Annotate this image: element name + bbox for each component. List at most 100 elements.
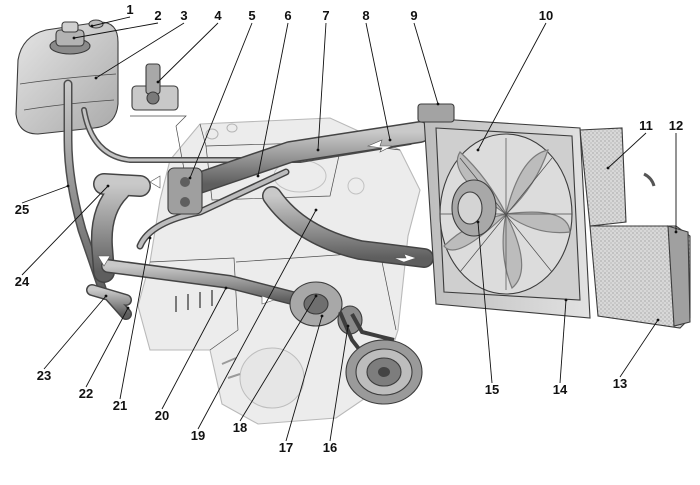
callout-number: 3: [180, 8, 187, 23]
callout-leader: [157, 22, 219, 83]
radiator-tank-right: [667, 225, 691, 327]
thermostat-housing: [167, 167, 203, 215]
callout-number: 1: [126, 2, 133, 17]
callout-number: 19: [191, 428, 205, 443]
thermostat-detail-inset: [130, 63, 187, 181]
callout-leader: [607, 132, 647, 169]
callout-leader: [619, 319, 659, 378]
expansion-tank-cap: [49, 21, 91, 55]
callout-leader: [413, 22, 439, 105]
callout-leader: [257, 22, 289, 177]
hoses: [63, 79, 439, 320]
fan-assembly: [435, 127, 581, 301]
callout-leader: [197, 209, 317, 430]
callout-25: 25: [15, 184, 70, 217]
crankshaft-pulley: [345, 339, 423, 405]
callout-number: 17: [279, 440, 293, 455]
callout-leader: [329, 325, 349, 442]
callout-10: 10: [476, 8, 553, 152]
callout-anchor: [314, 208, 318, 212]
callout-number: 8: [362, 8, 369, 23]
callout-anchor: [320, 314, 324, 318]
callout-19: 19: [191, 208, 318, 443]
callout-number: 5: [248, 8, 255, 23]
callout-number: 16: [323, 440, 337, 455]
callout-24: 24: [15, 184, 110, 289]
callout-anchor: [148, 236, 152, 240]
callout-anchor: [316, 148, 320, 152]
callout-number: 11: [639, 118, 653, 133]
callout-9: 9: [410, 8, 440, 106]
callout-leader: [119, 237, 151, 400]
expansion-tank: [15, 19, 119, 135]
callout-anchor: [188, 176, 192, 180]
callout-15: 15: [476, 220, 499, 397]
callout-leader: [365, 22, 391, 141]
callout-22: 22: [79, 306, 130, 401]
fan-motor-hub: [451, 179, 497, 237]
callout-anchor: [224, 286, 228, 290]
callout-anchor: [104, 294, 108, 298]
callout-anchor: [476, 220, 480, 224]
flow-arrow: [643, 172, 656, 187]
callout-17: 17: [279, 314, 324, 455]
callout-number: 23: [37, 368, 51, 383]
callout-anchor: [564, 298, 568, 302]
callout-leader: [21, 185, 69, 204]
callout-6: 6: [256, 8, 292, 178]
callout-number: 24: [15, 274, 30, 289]
callout-number: 4: [214, 8, 222, 23]
callout-20: 20: [155, 286, 228, 423]
callout-5: 5: [188, 8, 256, 180]
callout-8: 8: [362, 8, 392, 142]
callout-anchor: [106, 184, 110, 188]
callout-leader: [73, 22, 159, 39]
callout-number: 2: [154, 8, 161, 23]
callout-anchor: [126, 306, 130, 310]
flow-arrow: [97, 255, 111, 267]
callout-anchor: [156, 80, 160, 84]
callout-leader: [43, 295, 107, 370]
callout-11: 11: [606, 118, 653, 170]
callout-anchor: [388, 138, 392, 142]
callout-leader: [21, 185, 109, 276]
callout-leader: [317, 22, 327, 151]
callout-21: 21: [113, 236, 152, 413]
callout-number: 25: [15, 202, 29, 217]
callout-12: 12: [669, 118, 683, 234]
callout-anchor: [346, 324, 350, 328]
flow-arrow: [393, 253, 417, 264]
callout-leader: [161, 287, 227, 410]
callout-number: 13: [613, 376, 627, 391]
callout-anchor: [90, 24, 94, 28]
callout-anchor: [476, 148, 480, 152]
callout-13: 13: [613, 318, 660, 391]
callout-1: 1: [90, 2, 134, 28]
callout-anchor: [436, 102, 440, 106]
callout-anchor: [66, 184, 70, 188]
callout-18: 18: [233, 294, 318, 435]
callout-14: 14: [553, 298, 568, 397]
flow-arrow: [149, 175, 161, 189]
callout-23: 23: [37, 294, 108, 383]
callout-leader: [285, 315, 323, 442]
callout-number: 9: [410, 8, 417, 23]
callout-anchor: [94, 76, 98, 80]
callout-7: 7: [316, 8, 330, 152]
callout-leader: [91, 16, 131, 27]
callout-number: 12: [669, 118, 683, 133]
callout-4: 4: [156, 8, 222, 84]
water-pump: [289, 281, 363, 335]
callout-anchor: [606, 166, 610, 170]
callout-number: 14: [553, 382, 568, 397]
callout-leader: [85, 307, 129, 388]
callout-2: 2: [72, 8, 162, 40]
callout-anchor: [72, 36, 76, 40]
callout-number: 6: [284, 8, 291, 23]
callout-leader: [95, 22, 185, 79]
callout-anchor: [314, 294, 318, 298]
callout-number: 18: [233, 420, 247, 435]
